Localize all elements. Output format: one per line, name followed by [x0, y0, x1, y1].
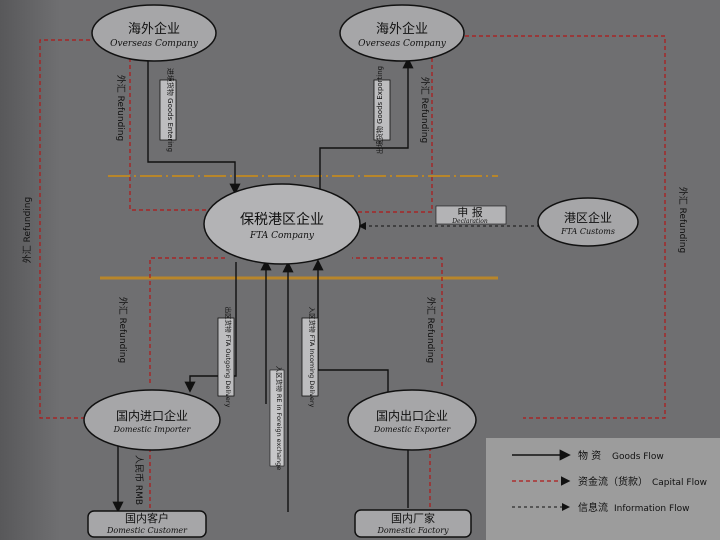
label-top-left-goods: 进境货物 Goods Entering: [166, 68, 175, 152]
box-bottom-right-goods: [301, 317, 319, 397]
outgoing-delivery-line: [184, 262, 237, 393]
node-domestic-customer-en: Domestic Customer: [106, 526, 188, 535]
node-domestic-importer: 国内进口企业 Domestic Importer: [83, 389, 221, 451]
label-top-right-payment: 外汇 Refunding: [419, 77, 431, 143]
legend-info-cn: 信息流: [578, 501, 608, 514]
node-fta-company: 保税港区企业 FTA Company: [203, 183, 361, 265]
legend-capital-en: Capital Flow: [652, 478, 707, 488]
node-fta-customs: 港区企业 FTA Customs: [537, 197, 639, 247]
node-fta-customs-cn: 港区企业: [564, 210, 612, 225]
node-domestic-importer-cn: 国内进口企业: [116, 408, 188, 423]
legend-capital-cn: 资金流（货款）: [578, 475, 648, 488]
box-center-goods: [269, 369, 285, 467]
box-top-left-goods: [159, 79, 177, 141]
top-left-payment-line: [129, 58, 222, 211]
incoming-delivery-line: [312, 259, 389, 392]
label-declaration-en: Declaration: [451, 218, 488, 225]
label-bottom-left-goods: 出区货物 FTA Outgoing Delivery: [224, 307, 233, 408]
label-outer-left: 外汇 Refunding: [21, 197, 33, 263]
goods-exporting-line: [319, 57, 414, 196]
box-bottom-left-goods: [217, 317, 235, 397]
label-top-right-goods: 出境货物 Goods Exporting: [375, 66, 384, 154]
node-overseas-right: 海外企业 Overseas Company: [339, 4, 465, 62]
label-center-goods: 入区货物 RE in Foreign exchange: [275, 366, 284, 470]
legend-box: [486, 438, 720, 540]
label-bottom-left-payment: 外汇 Refunding: [117, 297, 129, 363]
node-fta-company-en: FTA Company: [249, 231, 315, 241]
node-domestic-factory-en: Domestic Factory: [376, 526, 449, 535]
node-domestic-exporter: 国内出口企业 Domestic Exporter: [347, 389, 477, 451]
node-overseas-right-cn: 海外企业: [376, 21, 428, 37]
node-overseas-left-cn: 海外企业: [128, 21, 180, 37]
box-declaration: [435, 205, 507, 225]
bottom-left-payment-line: [149, 257, 225, 385]
label-bottom-right-payment: 外汇 Refunding: [425, 297, 437, 363]
box-top-right-goods: [373, 79, 391, 141]
goods-entering-line: [147, 60, 241, 195]
legend-goods-en: Goods Flow: [612, 452, 664, 462]
outer-left-loop: [39, 39, 90, 419]
label-top-left-payment: 外汇 Refunding: [115, 75, 127, 141]
outer-right-loop: [465, 35, 666, 419]
node-overseas-right-en: Overseas Company: [358, 39, 447, 49]
node-overseas-left: 海外企业 Overseas Company: [91, 4, 217, 62]
node-domestic-customer: 国内客户 Domestic Customer: [87, 510, 207, 538]
node-overseas-left-en: Overseas Company: [110, 39, 199, 49]
node-domestic-factory-cn: 国内厂家: [391, 511, 435, 525]
node-domestic-importer-en: Domestic Importer: [113, 425, 192, 434]
label-declaration-cn: 申 报: [457, 205, 483, 219]
node-fta-customs-en: FTA Customs: [560, 227, 615, 236]
legend: 物 资 Goods Flow 资金流（货款） Capital Flow 信息流 …: [486, 438, 720, 540]
label-bottom-right-goods: 入区货物 FTA Incoming Delivery: [308, 307, 317, 408]
top-right-payment-line: [356, 58, 433, 213]
node-domestic-customer-cn: 国内客户: [125, 511, 169, 525]
node-domestic-factory: 国内厂家 Domestic Factory: [354, 509, 472, 538]
label-bottom-left-lower: 人民币 RMB: [133, 455, 144, 505]
left-shade: [0, 0, 60, 540]
node-fta-company-cn: 保税港区企业: [240, 211, 324, 228]
legend-info-en: Information Flow: [614, 504, 690, 514]
bottom-right-payment-line: [352, 257, 443, 386]
node-domestic-exporter-en: Domestic Exporter: [373, 425, 452, 434]
label-outer-right: 外汇 Refunding: [677, 187, 689, 253]
legend-goods-cn: 物 资: [578, 449, 601, 462]
node-domestic-exporter-cn: 国内出口企业: [376, 408, 448, 423]
